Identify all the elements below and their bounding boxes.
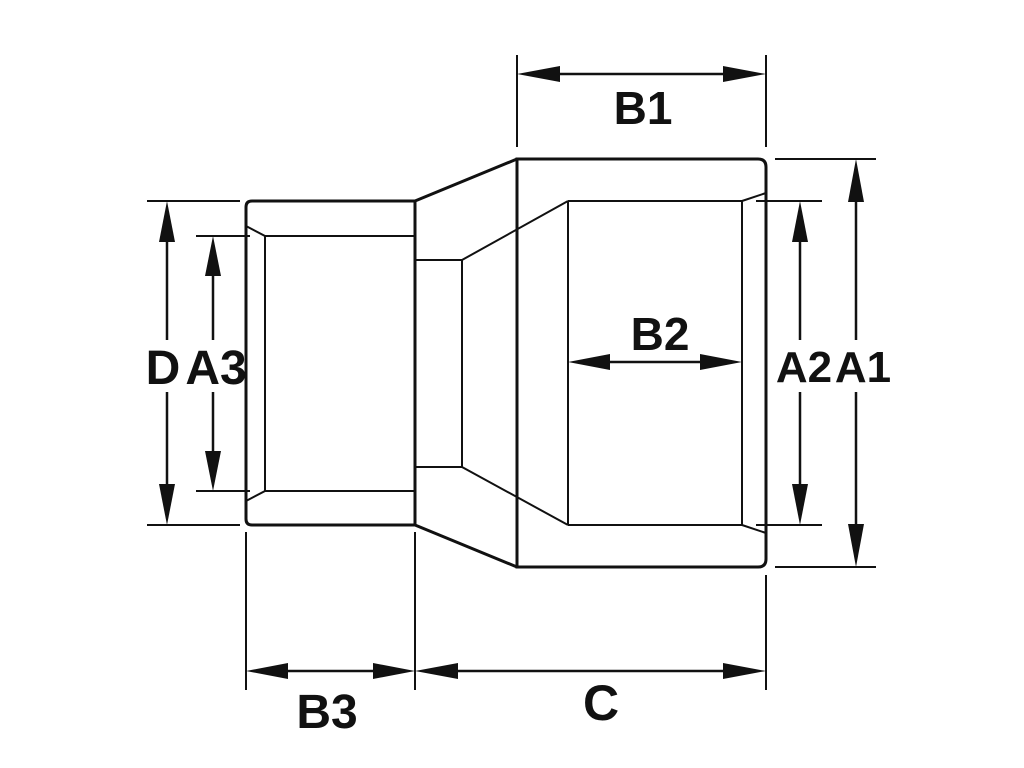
- cone-inner: [461, 200, 569, 526]
- arrowhead: [723, 66, 766, 82]
- arrowhead: [159, 201, 175, 242]
- label-c: C: [583, 675, 619, 731]
- label-a3: A3: [185, 342, 246, 395]
- arrowhead: [568, 354, 610, 370]
- label-a2: A2: [776, 343, 832, 392]
- fitting-body: [244, 157, 768, 569]
- dimension-d: D: [146, 201, 181, 525]
- label-a1: A1: [835, 343, 891, 392]
- arrowhead: [517, 66, 560, 82]
- dimension-a3: A3: [185, 236, 247, 491]
- large-socket-chamfer: [741, 192, 767, 534]
- arrowhead: [723, 663, 766, 679]
- label-d: D: [146, 342, 181, 395]
- small-socket-bore: [265, 235, 415, 492]
- arrowhead: [792, 484, 808, 525]
- dimension-a2: A2: [776, 201, 832, 525]
- dimension-b3: B3: [246, 663, 415, 739]
- label-b3: B3: [296, 686, 357, 739]
- label-b2: B2: [631, 308, 690, 360]
- small-socket-outline: [244, 199, 417, 527]
- small-socket-chamfer: [245, 225, 266, 502]
- large-socket-outline: [515, 157, 768, 569]
- arrowhead: [373, 663, 415, 679]
- dimension-c: C: [415, 663, 766, 731]
- large-socket-bore: [567, 200, 742, 526]
- arrowhead: [792, 201, 808, 242]
- arrowhead: [246, 663, 288, 679]
- arrowhead: [848, 159, 864, 202]
- dimension-b2: B2: [568, 308, 742, 370]
- extension-lines: [147, 55, 876, 690]
- arrowhead: [159, 484, 175, 525]
- arrowhead: [415, 663, 458, 679]
- label-b1: B1: [614, 82, 673, 134]
- waist-bore: [415, 259, 463, 468]
- arrowhead: [205, 236, 221, 276]
- cone-outer: [414, 157, 518, 569]
- arrowhead: [848, 524, 864, 567]
- arrowhead: [700, 354, 742, 370]
- arrowhead: [205, 451, 221, 491]
- dimension-a1: A1: [835, 159, 891, 567]
- dimension-b1: B1: [517, 66, 766, 134]
